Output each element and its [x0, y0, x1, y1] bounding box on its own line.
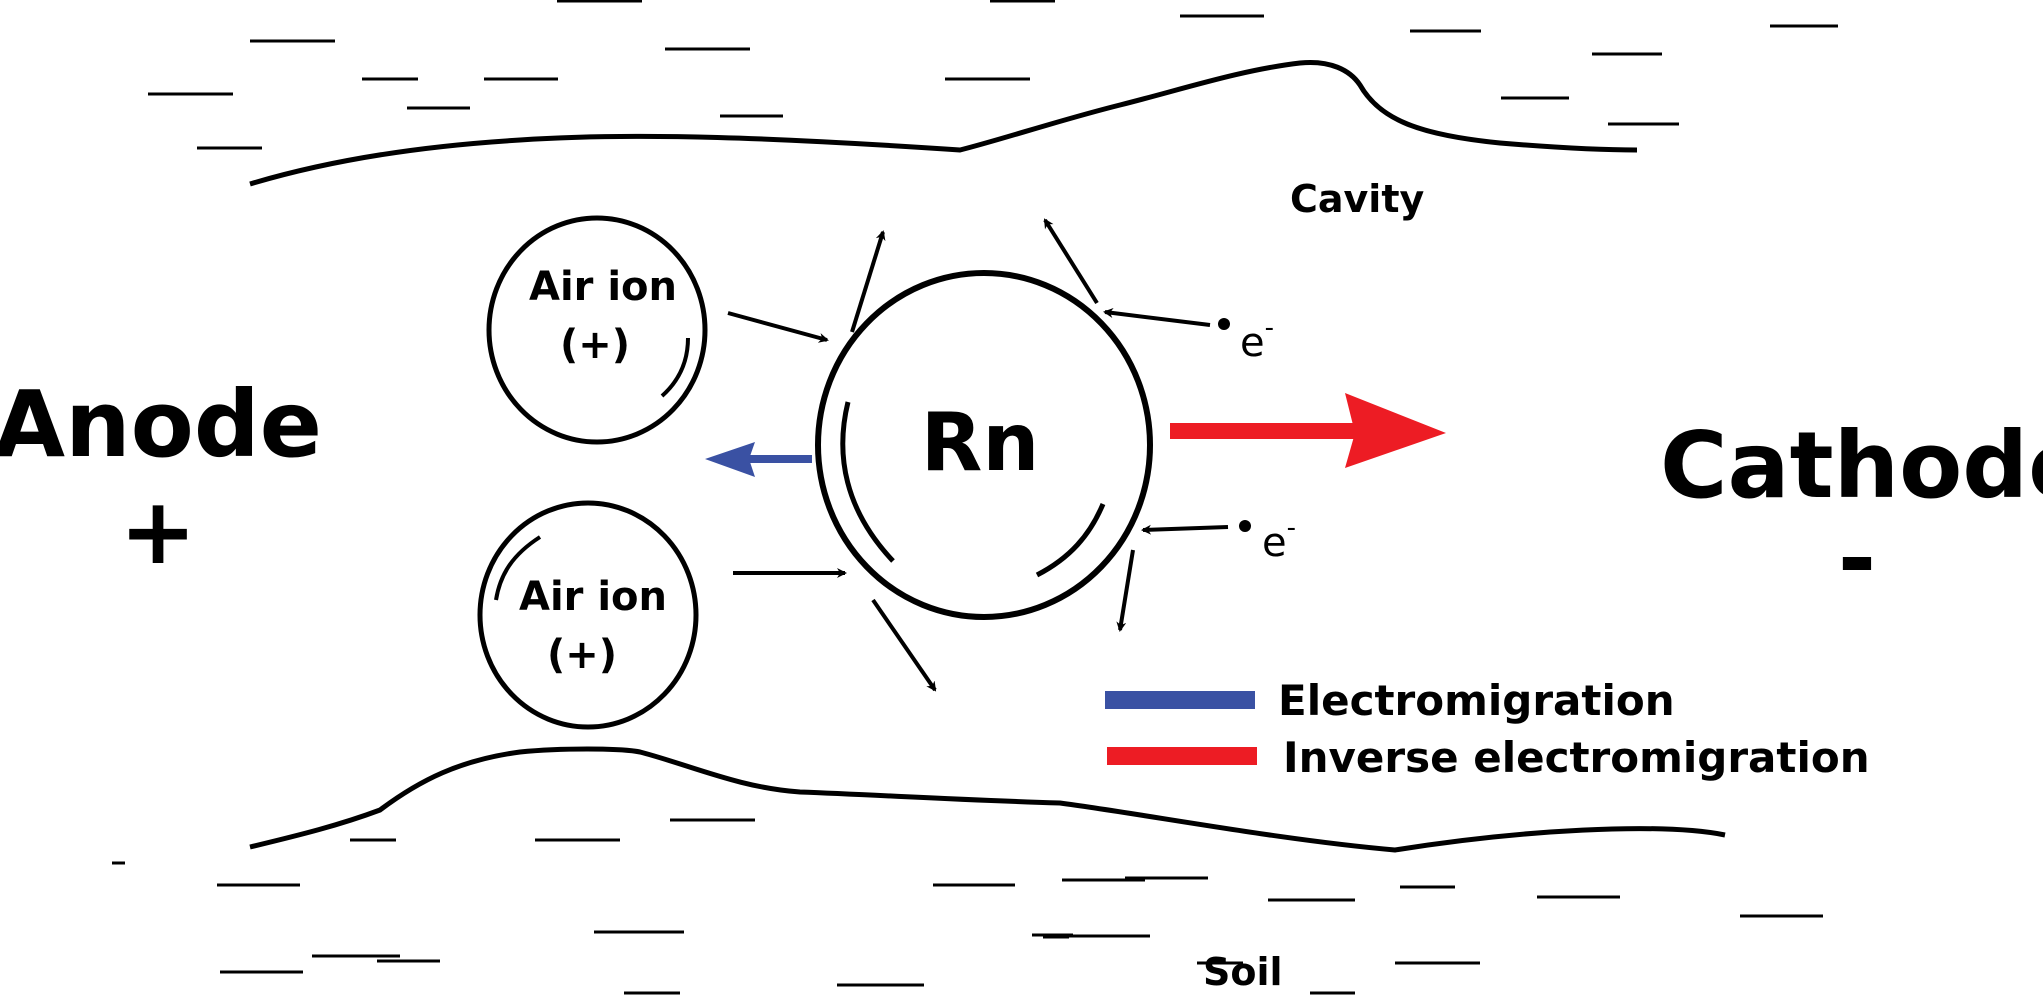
radon-inner-arc-right [1035, 503, 1106, 578]
electromigration-arrow [705, 442, 812, 477]
air-ion-charge-arc [660, 337, 690, 398]
air-ion-label: Air ion [529, 264, 677, 310]
emission-arrow-up-left [850, 230, 886, 333]
cavity-boundary-top [249, 59, 1638, 187]
inverse-electromigration-arrow [1170, 393, 1446, 468]
air-ion-circle [477, 500, 699, 730]
soil-label: Soil [1203, 950, 1283, 994]
air-ion-charge: (+) [547, 632, 617, 678]
soil-texture-top [148, 0, 1838, 150]
legend-swatch [1105, 691, 1255, 709]
electron-bottom: e- [1239, 513, 1296, 566]
emission-arrow-down-right [1116, 549, 1135, 632]
soil-texture-bottom [112, 818, 1823, 995]
inverse-electromigration-arrow-shaft [1170, 423, 1355, 439]
electron-to-radon-arrow [1103, 308, 1211, 327]
electron-dot [1218, 318, 1230, 330]
air-ion-charge-arc [494, 535, 542, 601]
cavity-label: Cavity [1290, 177, 1424, 221]
anode: Anode + [0, 371, 322, 585]
emission-arrow-down-left [871, 598, 937, 692]
radon-atom: Rn [815, 270, 1153, 620]
electron-label: e- [1262, 513, 1296, 566]
radon-label: Rn [921, 396, 1040, 489]
legend-label: Inverse electromigration [1283, 733, 1870, 782]
legend: Electromigration Inverse electromigratio… [1105, 676, 1870, 782]
electron-charge: - [1287, 513, 1296, 543]
legend-swatch [1107, 747, 1257, 765]
interaction-arrows [727, 218, 1229, 692]
electromigration-arrow-head [705, 442, 755, 477]
radon-inner-arc-left [840, 401, 895, 563]
legend-label: Electromigration [1278, 676, 1675, 725]
air-ion-label: Air ion [519, 574, 667, 620]
cathode: Cathode - [1660, 412, 2043, 612]
air-ion-charge: (+) [560, 322, 630, 368]
inverse-electromigration-arrow-head [1345, 393, 1446, 468]
air-ion-top: Air ion (+) [486, 215, 708, 445]
cavity-boundary-bottom [249, 746, 1726, 853]
electron-label: e- [1240, 313, 1274, 366]
cathode-sign: - [1838, 505, 1876, 612]
electromigration-arrow-shaft [745, 455, 812, 463]
air-ion-circle [486, 215, 708, 445]
electron-to-radon-arrow [1141, 524, 1229, 535]
anode-label: Anode [0, 371, 322, 478]
radon-circle [815, 270, 1153, 620]
cathode-label: Cathode [1660, 412, 2043, 519]
legend-item-inverse-electromigration: Inverse electromigration [1107, 733, 1870, 782]
anode-sign: + [119, 478, 196, 585]
electron-charge: - [1265, 313, 1274, 343]
legend-item-electromigration: Electromigration [1105, 676, 1675, 725]
air-ion-to-radon-arrow [727, 311, 829, 343]
air-ion-bottom: Air ion (+) [477, 500, 699, 730]
electron-top: e- [1218, 313, 1274, 366]
emission-arrow-up-right [1043, 218, 1099, 305]
electron-dot [1239, 520, 1251, 532]
